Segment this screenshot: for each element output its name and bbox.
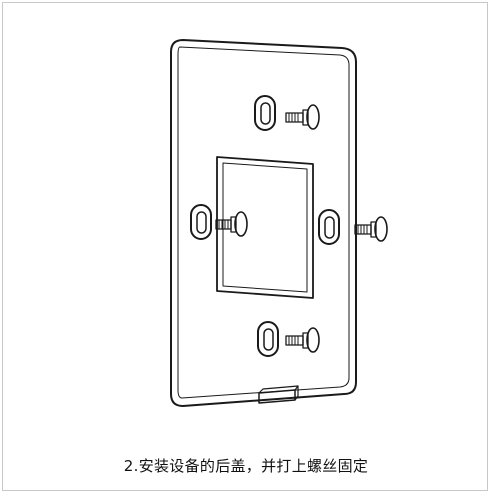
step-caption: 2.安装设备的后盖，并打上螺丝固定 [123,457,369,475]
diagram-frame [2,2,488,491]
mounting-slot-left [190,204,212,240]
mounting-screw-left [215,211,248,237]
mounting-slot-bottom [257,321,279,357]
mounting-screw-top [285,104,320,130]
mounting-slot-right [318,209,340,245]
mounting-screw-right [354,216,388,242]
mounting-slot-top [254,95,276,131]
mounting-screw-bottom [285,327,320,353]
bottom-tab [258,385,299,404]
center-cutout [216,156,314,299]
back-plate [170,39,357,407]
